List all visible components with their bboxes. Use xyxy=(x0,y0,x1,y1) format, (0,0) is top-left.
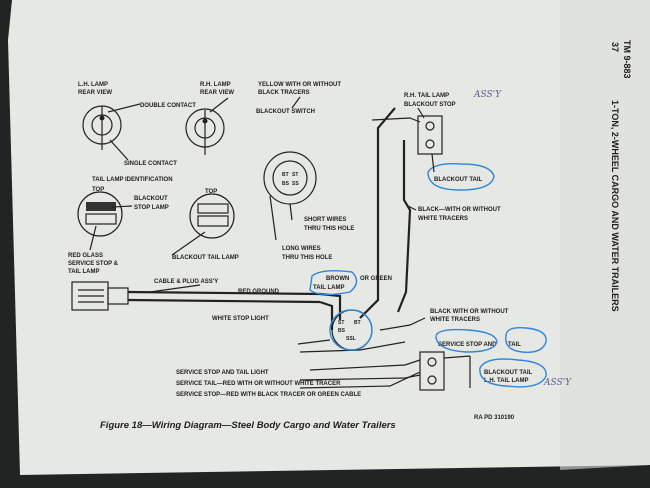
blackout-stop-lamp-label-2: STOP LAMP xyxy=(134,205,169,211)
tm-number: TM 9-883 xyxy=(622,40,632,79)
service-tail-red-white-label: SERVICE TAIL—RED WITH OR WITHOUT WHITE T… xyxy=(176,381,341,387)
lh-lamp-label: L.H. LAMP xyxy=(78,82,108,88)
svg-text:ST: ST xyxy=(292,172,298,178)
rh-assy-handwritten: ASS'Y xyxy=(473,90,502,100)
double-contact-label: DOUBLE CONTACT xyxy=(140,103,196,109)
annotation-brown-tail xyxy=(309,269,358,296)
annotation-service-stop xyxy=(435,328,498,353)
figure-reference: RA PD 310190 xyxy=(474,415,515,421)
lh-lamp-rear-view: L.H. LAMP REAR VIEW xyxy=(78,82,141,161)
svg-text:BT: BT xyxy=(282,172,289,178)
svg-text:ST: ST xyxy=(338,320,344,326)
long-wires-label-1: LONG WIRES xyxy=(282,246,321,252)
black-white-label-1: BLACK—WITH OR WITHOUT xyxy=(418,207,501,213)
single-contact-label: SINGLE CONTACT xyxy=(124,161,177,167)
yellow-tracers-label-2: BLACK TRACERS xyxy=(258,90,310,96)
side-header: TM 9-883 37 1-TON, 2-WHEEL CARGO AND WAT… xyxy=(610,40,632,312)
brown-label: BROWN xyxy=(326,276,349,282)
blackout-tail-rh-label: BLACKOUT TAIL xyxy=(434,177,483,183)
lh-tail-lamp-assembly xyxy=(419,351,471,391)
tail-label: TAIL xyxy=(508,342,521,348)
blackout-tail-lamp-label: BLACKOUT TAIL LAMP xyxy=(172,255,239,261)
annotation-tail xyxy=(505,326,547,353)
black-white-b-label-2: WHITE TRACERS xyxy=(430,317,480,323)
paper-sheet xyxy=(8,0,650,475)
svg-text:SS: SS xyxy=(292,181,299,187)
short-wires-label-1: SHORT WIRES xyxy=(304,217,346,223)
rh-lamp-label: R.H. LAMP xyxy=(200,82,231,88)
tail-lamp-label: TAIL LAMP xyxy=(313,285,344,291)
rh-lamp-rear-view: R.H. LAMP REAR VIEW xyxy=(185,82,234,155)
page-number: 37 xyxy=(610,42,620,52)
yellow-tracers-label-1: YELLOW WITH OR WITHOUT xyxy=(258,82,341,88)
black-white-b-label-1: BLACK WITH OR WITHOUT xyxy=(430,309,509,315)
service-stop-and-label: SERVICE STOP AND xyxy=(438,342,497,348)
lh-tail-lamp-label: L.H. TAIL LAMP xyxy=(484,378,528,384)
cable-plug-label: CABLE & PLUG ASS'Y xyxy=(154,279,218,285)
tail-lamp-left xyxy=(77,191,123,237)
rh-blackout-stop-label: BLACKOUT STOP xyxy=(404,102,456,108)
service-stop-tail-light-label: SERVICE STOP AND TAIL LIGHT xyxy=(176,370,269,376)
top-left-label: TOP xyxy=(92,187,104,193)
svg-text:BT: BT xyxy=(354,320,361,326)
blackout-stop-lamp-label-1: BLACKOUT xyxy=(134,196,168,202)
rh-tail-lamp-assembly xyxy=(417,115,443,155)
red-glass-label-1: RED GLASS xyxy=(68,253,103,259)
cable-plug-assembly xyxy=(71,281,321,311)
short-wires-label-2: THRU THIS HOLE xyxy=(304,226,354,232)
rh-tail-lamp-label: R.H. TAIL LAMP xyxy=(404,93,449,99)
annotation-blackout-tail-rh xyxy=(427,162,495,191)
annotation-junction-circle xyxy=(329,309,373,351)
long-wires-label-2: THRU THIS HOLE xyxy=(282,255,332,261)
lh-rear-view-label: REAR VIEW xyxy=(78,90,112,96)
svg-text:BS: BS xyxy=(338,328,346,334)
red-glass-label-3: TAIL LAMP xyxy=(68,269,99,275)
rh-rear-view-label: REAR VIEW xyxy=(200,90,234,96)
white-stop-light-label: WHITE STOP LIGHT xyxy=(212,316,269,322)
service-stop-red-black-label: SERVICE STOP—RED WITH BLACK TRACER OR GR… xyxy=(176,392,361,398)
svg-text:BS: BS xyxy=(282,181,290,187)
top-right-label: TOP xyxy=(205,189,217,195)
tail-lamp-id-label: TAIL LAMP IDENTIFICATION xyxy=(92,177,173,183)
or-green-label: OR GREEN xyxy=(360,276,392,282)
annotation-blackout-tail-lh xyxy=(479,358,547,388)
red-ground-label: RED GROUND xyxy=(238,289,280,295)
red-glass-label-2: SERVICE STOP & xyxy=(68,261,119,267)
blackout-tail-lh-label: BLACKOUT TAIL xyxy=(484,370,533,376)
side-title: 1-TON, 2-WHEEL CARGO AND WATER TRAILERS xyxy=(610,100,620,312)
tail-lamp-right xyxy=(189,193,235,239)
black-white-label-2: WHITE TRACERS xyxy=(418,216,468,222)
figure-caption: Figure 18—Wiring Diagram—Steel Body Carg… xyxy=(100,420,396,431)
blackout-switch-label: BLACKOUT SWITCH xyxy=(256,109,315,115)
blackout-switch: BT ST BS SS xyxy=(263,151,317,241)
lh-assy-handwritten: ASS'Y xyxy=(543,378,572,388)
svg-text:SSL: SSL xyxy=(346,336,356,342)
